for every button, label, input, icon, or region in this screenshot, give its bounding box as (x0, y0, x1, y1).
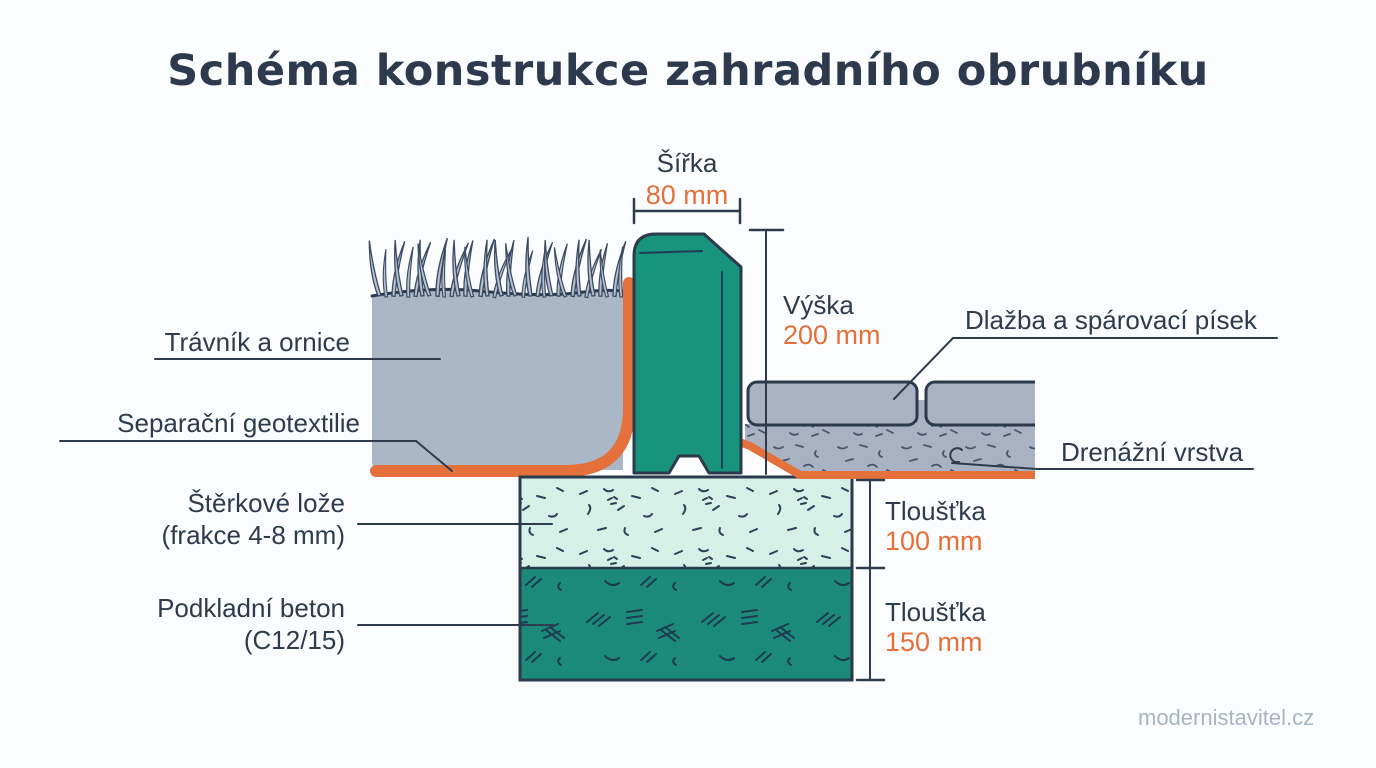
drainage-leader (951, 462, 1254, 470)
width-dimension-value: 80 mm (645, 180, 729, 210)
geotextile-right-band (742, 439, 1035, 479)
concrete-label: Podkladní beton (C12/15) (93, 592, 345, 656)
gravel-label-line2: (frakce 4-8 mm) (161, 520, 345, 550)
page-title: Schéma konstrukce zahradního obrubníku (167, 46, 1209, 96)
geotextile-leader (59, 440, 453, 472)
concrete-thickness-value: 150 mm (885, 627, 983, 657)
height-dimension-value: 200 mm (783, 320, 881, 350)
paving-label: Dlažba a spárovací písek (965, 305, 1257, 335)
geotextile-left-band (370, 277, 635, 477)
paving-block-1 (746, 380, 919, 427)
foundation-block (518, 475, 854, 682)
concrete-label-line1: Podkladní beton (157, 593, 345, 623)
grass-blades (363, 236, 627, 299)
concrete-thickness-label: Tloušťka (885, 597, 986, 627)
width-dimension-label: Šířka (656, 148, 718, 178)
drainage-hook (949, 447, 963, 464)
gravel-thickness-label: Tloušťka (885, 496, 986, 526)
drainage-label: Drenážní vrstva (1061, 437, 1244, 467)
topsoil-block (370, 287, 625, 470)
gravel-thickness-value: 100 mm (885, 526, 983, 556)
concrete-label-line2: (C12/15) (243, 625, 345, 655)
watermark: modernistavitel.cz (1138, 705, 1315, 730)
height-dimension-line (748, 228, 785, 475)
height-dimension-label: Výška (783, 290, 854, 320)
width-dimension-line (632, 197, 742, 225)
gravel-label-line1: Štěrkové lože (187, 488, 345, 518)
gravel-label: Štěrkové lože (frakce 4-8 mm) (93, 487, 345, 551)
paving-block-2 (924, 380, 1035, 427)
geotextile-label: Separační geotextilie (117, 408, 360, 438)
curb-element (632, 232, 743, 475)
leader-lines (59, 337, 1278, 626)
thickness-dimension-line (855, 478, 886, 682)
drainage-layer (745, 424, 1035, 475)
paving-leader (893, 337, 1278, 400)
lawn-label: Trávník a ornice (164, 327, 350, 357)
